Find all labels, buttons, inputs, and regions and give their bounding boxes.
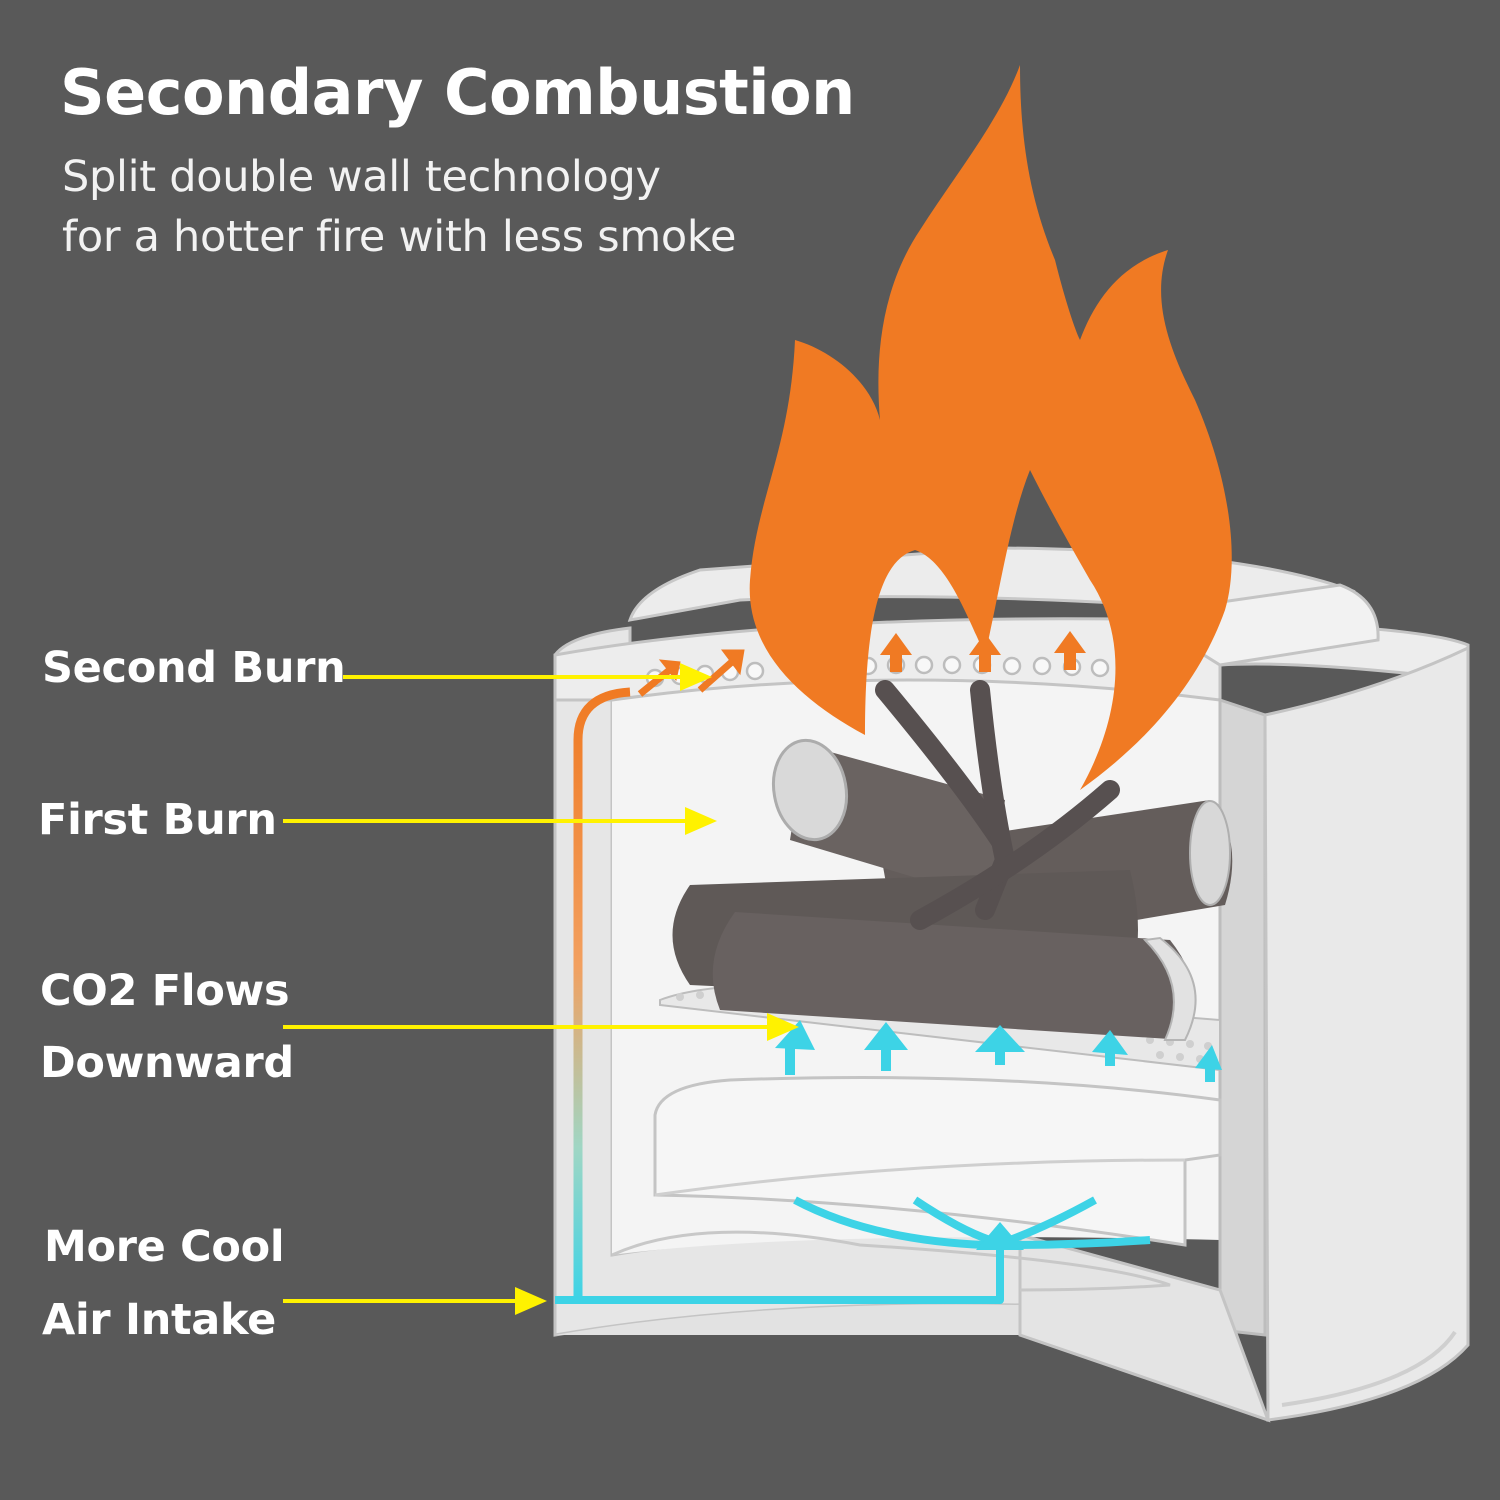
co2-flows-label-line-2: Downward (40, 1038, 294, 1088)
updraft-arrows (775, 1020, 1222, 1082)
heated-air-channel-arrow (573, 687, 631, 1300)
updraft-arrow (975, 1025, 1025, 1065)
cool-air-label-line-2: Air Intake (42, 1295, 276, 1345)
subtitle-line-1: Split double wall technology (62, 152, 661, 202)
second-burn-pointer (343, 663, 712, 691)
subtitle-line-2: for a hotter fire with less smoke (62, 212, 737, 262)
cool-air-flow (555, 1196, 1151, 1304)
diagram-title: Secondary Combustion (60, 56, 855, 129)
flame-shape (749, 65, 1232, 790)
cool-air-label-line-1: More Cool (44, 1222, 285, 1272)
firewood-logs (672, 680, 1233, 1041)
first-burn-pointer (283, 807, 717, 835)
co2-flows-label-line-1: CO2 Flows (40, 966, 290, 1016)
cool-air-inlet-arrow (976, 1222, 1024, 1250)
first-burn-label: First Burn (38, 795, 277, 845)
rising-air-arrow (969, 633, 1001, 672)
rising-air-arrow (1054, 631, 1086, 670)
callout-pointer-arrows (283, 663, 799, 1315)
cool-air-pointer (283, 1287, 547, 1315)
updraft-arrow (775, 1020, 815, 1075)
updraft-arrow (864, 1022, 908, 1071)
updraft-arrow (1092, 1030, 1128, 1066)
second-burn-label: Second Burn (42, 643, 346, 693)
rising-air-arrow (880, 633, 912, 672)
updraft-arrow (1195, 1045, 1222, 1082)
co2-pointer (283, 1013, 799, 1041)
grate-holes (676, 991, 1212, 1063)
